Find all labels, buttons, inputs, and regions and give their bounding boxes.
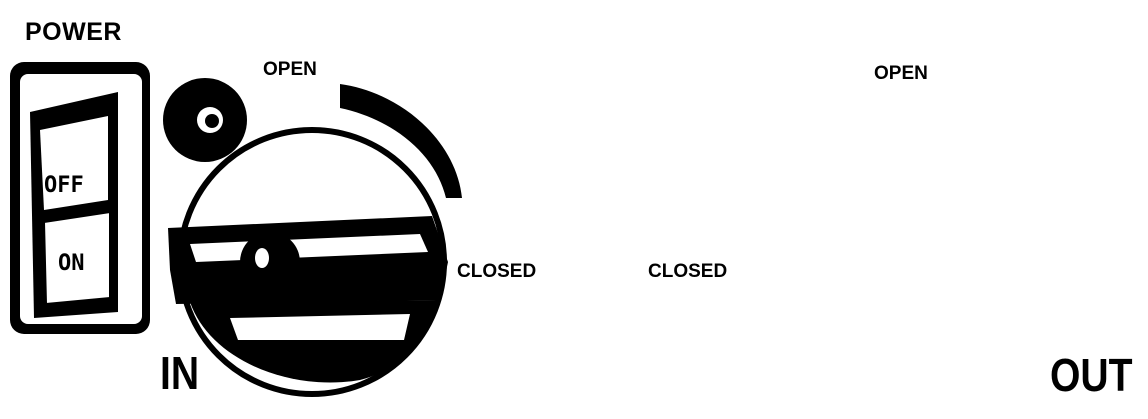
out-label: OUT [1050, 352, 1133, 398]
power-label: POWER [25, 20, 122, 45]
power-switch-on-text: ON [58, 251, 85, 276]
power-switch[interactable]: OFF ON [10, 62, 150, 334]
right-valve-open-label: OPEN [874, 64, 928, 83]
left-valve-open-label: OPEN [263, 60, 317, 79]
right-valve-closed-label: CLOSED [648, 262, 727, 281]
left-valve-hub [240, 232, 300, 292]
left-valve[interactable] [163, 78, 462, 394]
in-label: IN [160, 350, 199, 396]
power-switch-off-text: OFF [44, 173, 84, 198]
left-valve-closed-label: CLOSED [457, 262, 536, 281]
